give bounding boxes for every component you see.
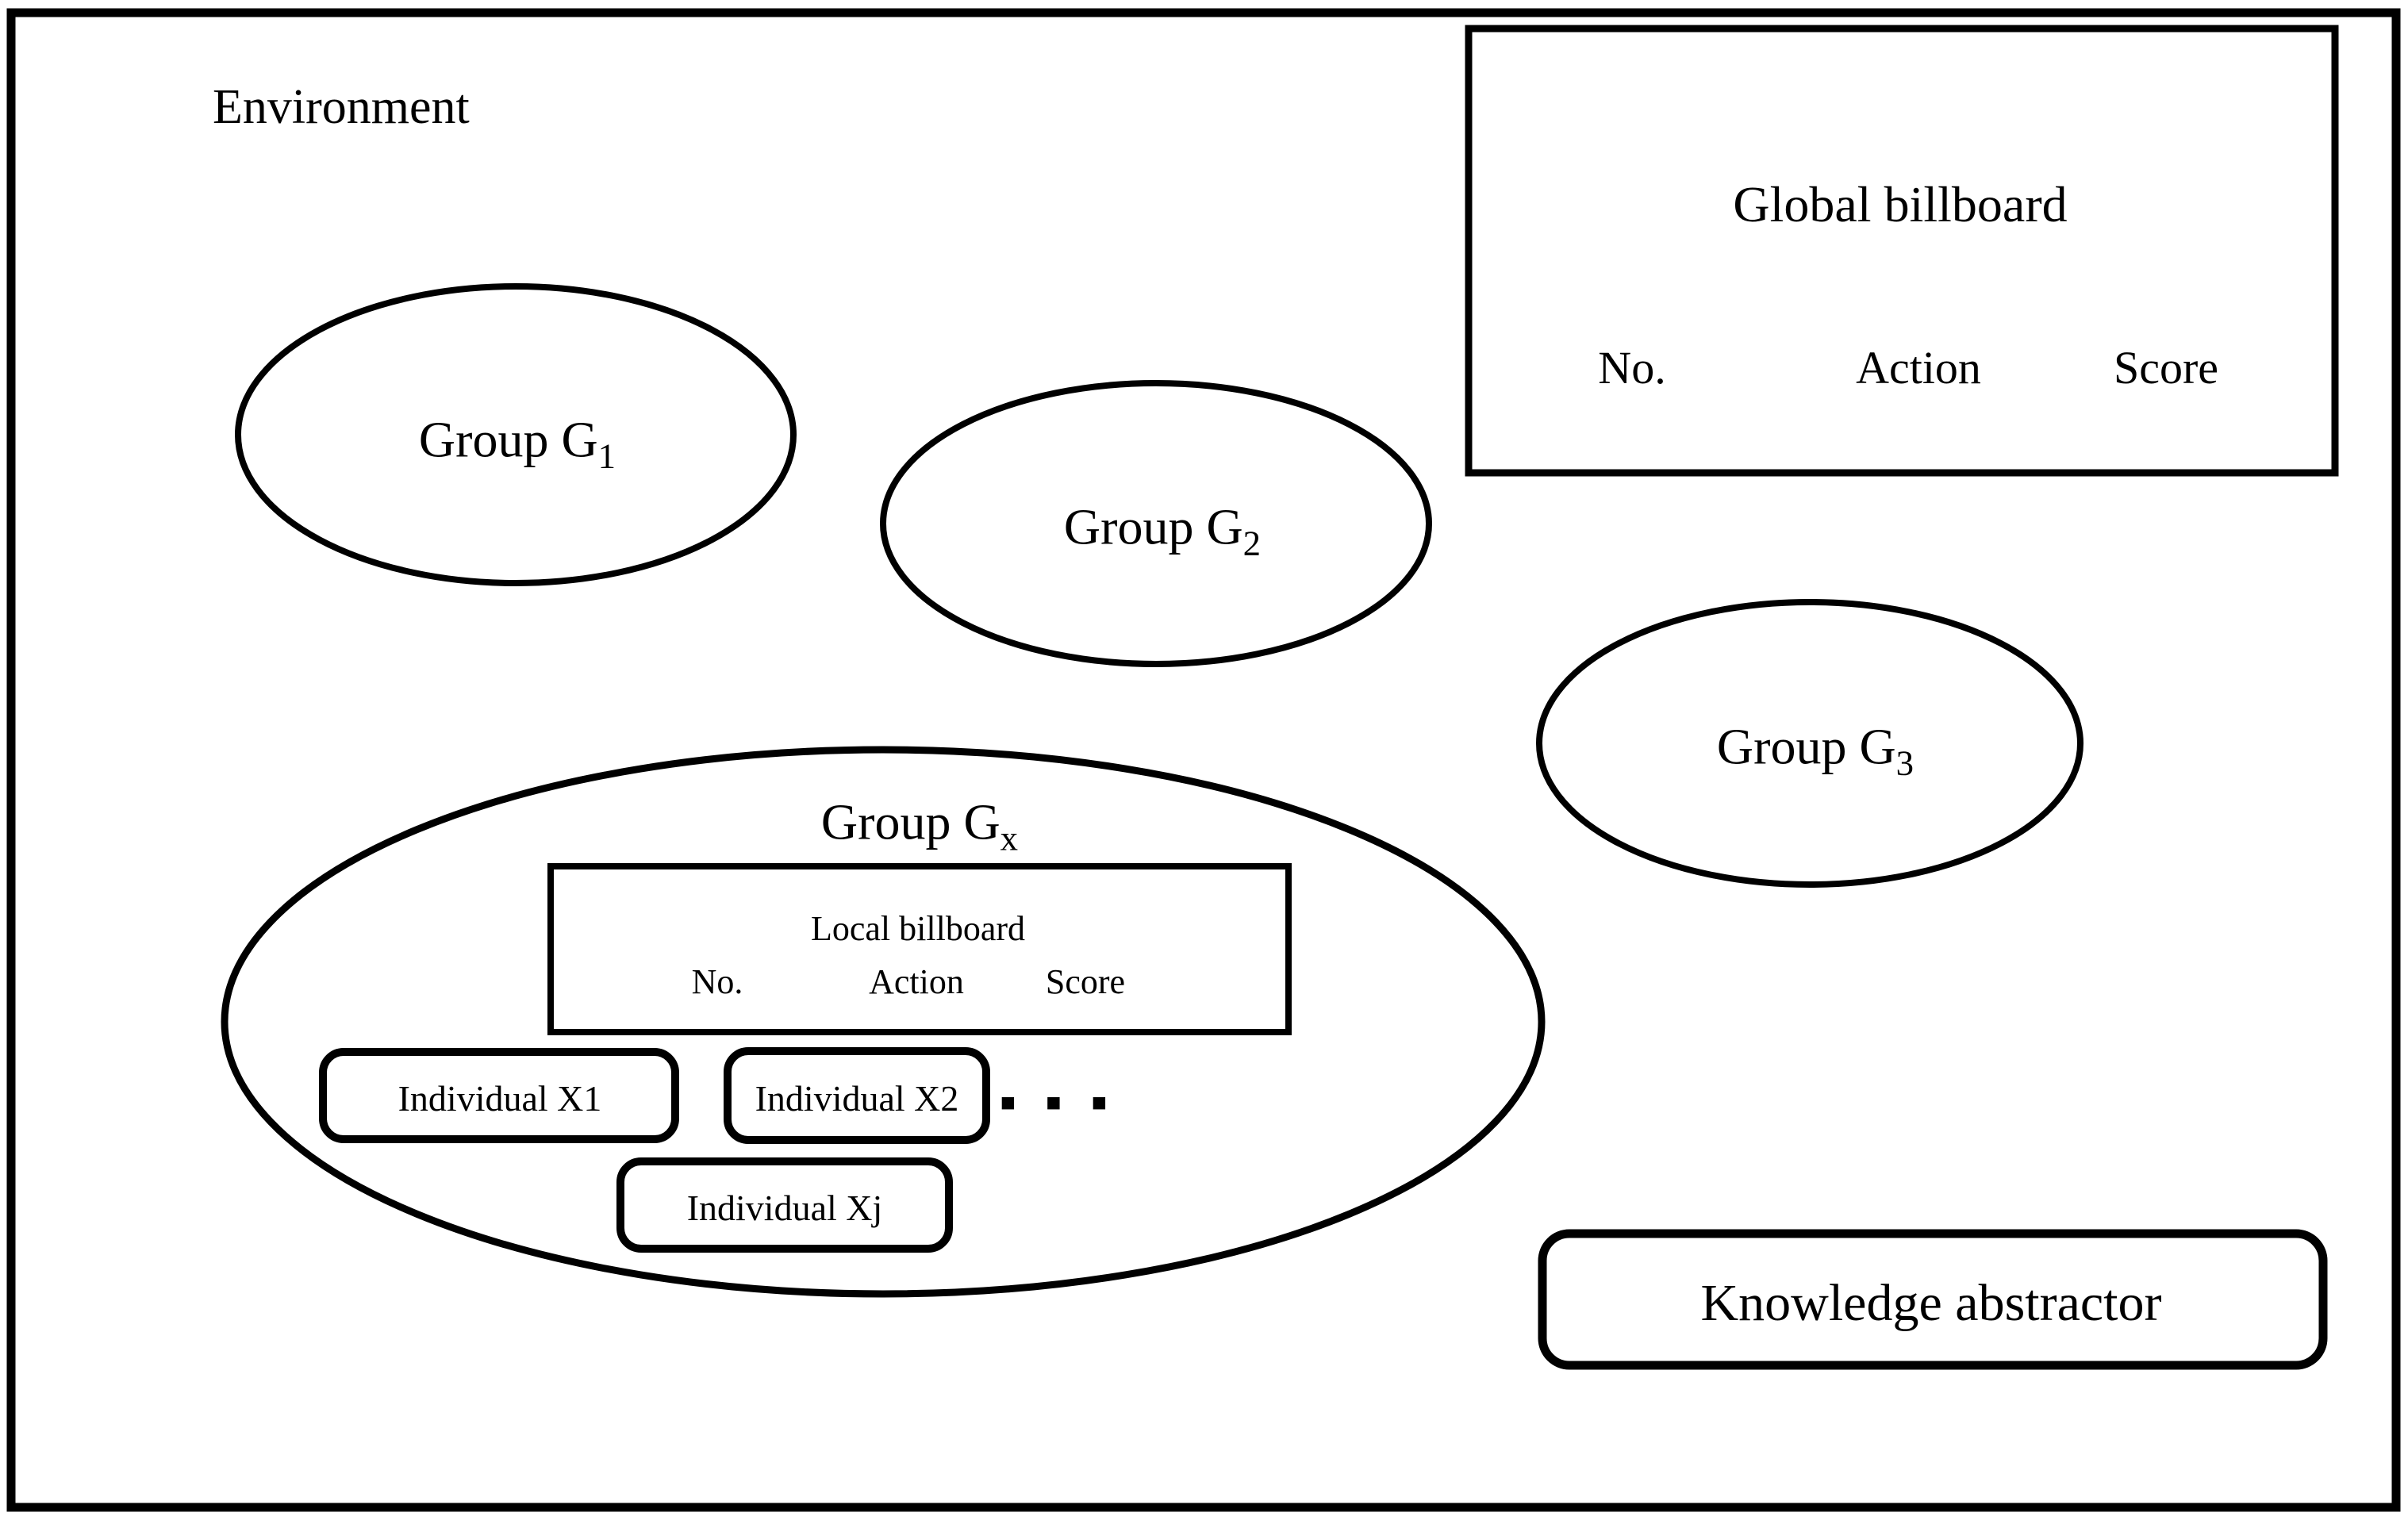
global-billboard-col-no: No. bbox=[1598, 342, 1666, 393]
group-g1-label: Group G1 bbox=[418, 411, 616, 476]
knowledge-abstractor-label: Knowledge abstractor bbox=[1700, 1274, 2162, 1332]
knowledge-abstractor-box[interactable] bbox=[1538, 1229, 2328, 1370]
global-billboard-title: Global billboard bbox=[1733, 176, 2068, 232]
group-gx-label: Group Gx bbox=[820, 793, 1019, 858]
environment-label: Environment bbox=[213, 80, 470, 134]
global-billboard-col-action: Action bbox=[1856, 342, 1981, 393]
individual-x2-label: Individual X2 bbox=[755, 1078, 959, 1119]
group-g2-label-subscript: 2 bbox=[1242, 523, 1262, 563]
local-billboard-col-score: Score bbox=[1045, 962, 1126, 1001]
group-g1-label-subscript: 1 bbox=[597, 436, 616, 476]
local-billboard-col-action: Action bbox=[869, 962, 964, 1001]
group-g2-label: Group G2 bbox=[1063, 498, 1262, 563]
local-billboard-col-no: No. bbox=[691, 962, 743, 1001]
individual-xj-label: Individual Xj bbox=[686, 1188, 883, 1228]
group-g2-label-prefix: Group G bbox=[1063, 498, 1243, 555]
individuals-ellipsis: ▪ ▪ ▪ bbox=[999, 1076, 1116, 1130]
group-gx-label-subscript: x bbox=[1000, 818, 1019, 858]
local-billboard-box[interactable] bbox=[547, 863, 1292, 1035]
group-g1-ellipse[interactable] bbox=[235, 283, 797, 586]
global-billboard-col-score: Score bbox=[2113, 342, 2219, 393]
global-billboard-box[interactable] bbox=[1465, 25, 2339, 477]
group-g3-ellipse[interactable] bbox=[1536, 599, 2083, 888]
individual-x2-box[interactable] bbox=[724, 1047, 990, 1144]
group-gx-label-prefix: Group G bbox=[820, 793, 1000, 850]
individual-x1-box[interactable] bbox=[319, 1048, 679, 1143]
group-g3-label-prefix: Group G bbox=[1716, 718, 1896, 775]
individual-xj-box[interactable] bbox=[616, 1157, 953, 1253]
local-billboard-title: Local billboard bbox=[810, 909, 1026, 948]
group-g1-label-prefix: Group G bbox=[418, 411, 598, 468]
group-g2-ellipse[interactable] bbox=[880, 380, 1432, 667]
group-g3-label-subscript: 3 bbox=[1895, 743, 1914, 783]
individual-x1-label: Individual X1 bbox=[397, 1078, 602, 1119]
group-g3-label: Group G3 bbox=[1716, 718, 1914, 783]
